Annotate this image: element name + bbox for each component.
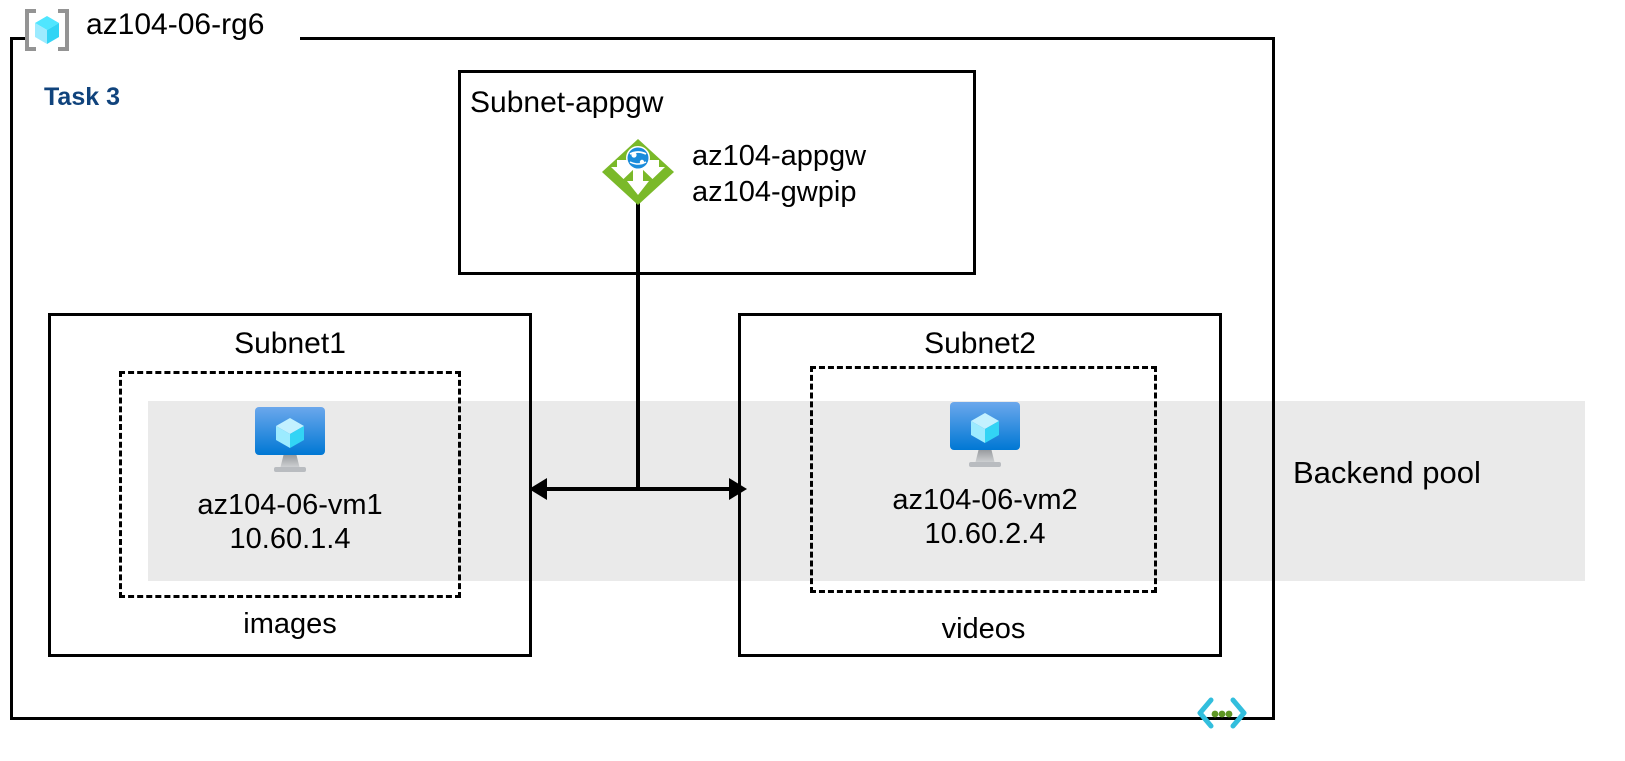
resource-group-border-bottom	[10, 717, 1275, 720]
resource-group-icon	[24, 8, 70, 52]
virtual-network-icon	[1197, 697, 1247, 729]
resource-group-title: az104-06-rg6	[86, 8, 265, 41]
connector-arrow-right	[729, 478, 747, 500]
subnet2-vm-container	[810, 366, 1157, 593]
subnet2-vm-name: az104-06-vm2	[892, 484, 1078, 516]
subnet-appgw-title: Subnet-appgw	[470, 86, 664, 119]
subnet2-vm-ip: 10.60.2.4	[924, 518, 1046, 551]
subnet2-caption: videos	[941, 613, 1026, 645]
application-gateway-icon	[600, 137, 676, 212]
subnet1-vm-name: az104-06-vm1	[197, 489, 383, 521]
task-label: Task 3	[44, 83, 120, 111]
backend-pool-band	[148, 401, 1585, 581]
subnet1-title: Subnet1	[234, 327, 346, 360]
connector-arrow-left	[529, 478, 547, 500]
subnet2-title: Subnet2	[924, 327, 1036, 360]
subnet1-caption: images	[243, 608, 337, 640]
resource-group-border-top-left	[10, 37, 28, 40]
resource-group-border-top-right	[300, 37, 1275, 40]
resource-group-border-right	[1272, 37, 1275, 720]
subnet1-vm: az104-06-vm1 10.60.1.4	[156, 403, 424, 556]
subnet-appgw-box	[458, 70, 976, 275]
backend-pool-label: Backend pool	[1293, 455, 1481, 490]
subnet1-vm-ip: 10.60.1.4	[229, 523, 351, 556]
subnet-connector-line	[540, 487, 734, 491]
gateway-public-ip-name: az104-gwpip	[692, 175, 857, 208]
subnet1-vm-container	[119, 371, 461, 598]
application-gateway-labels: az104-appgw az104-gwpip	[692, 139, 866, 210]
application-gateway-resource: az104-appgw az104-gwpip	[600, 137, 866, 212]
gateway-connector-line	[636, 202, 640, 491]
subnet2-vm: az104-06-vm2 10.60.2.4	[851, 398, 1119, 551]
virtual-machine-icon	[851, 398, 1119, 473]
application-gateway-name: az104-appgw	[692, 140, 867, 173]
resource-group-border-left	[10, 37, 13, 720]
virtual-machine-icon	[156, 403, 424, 478]
